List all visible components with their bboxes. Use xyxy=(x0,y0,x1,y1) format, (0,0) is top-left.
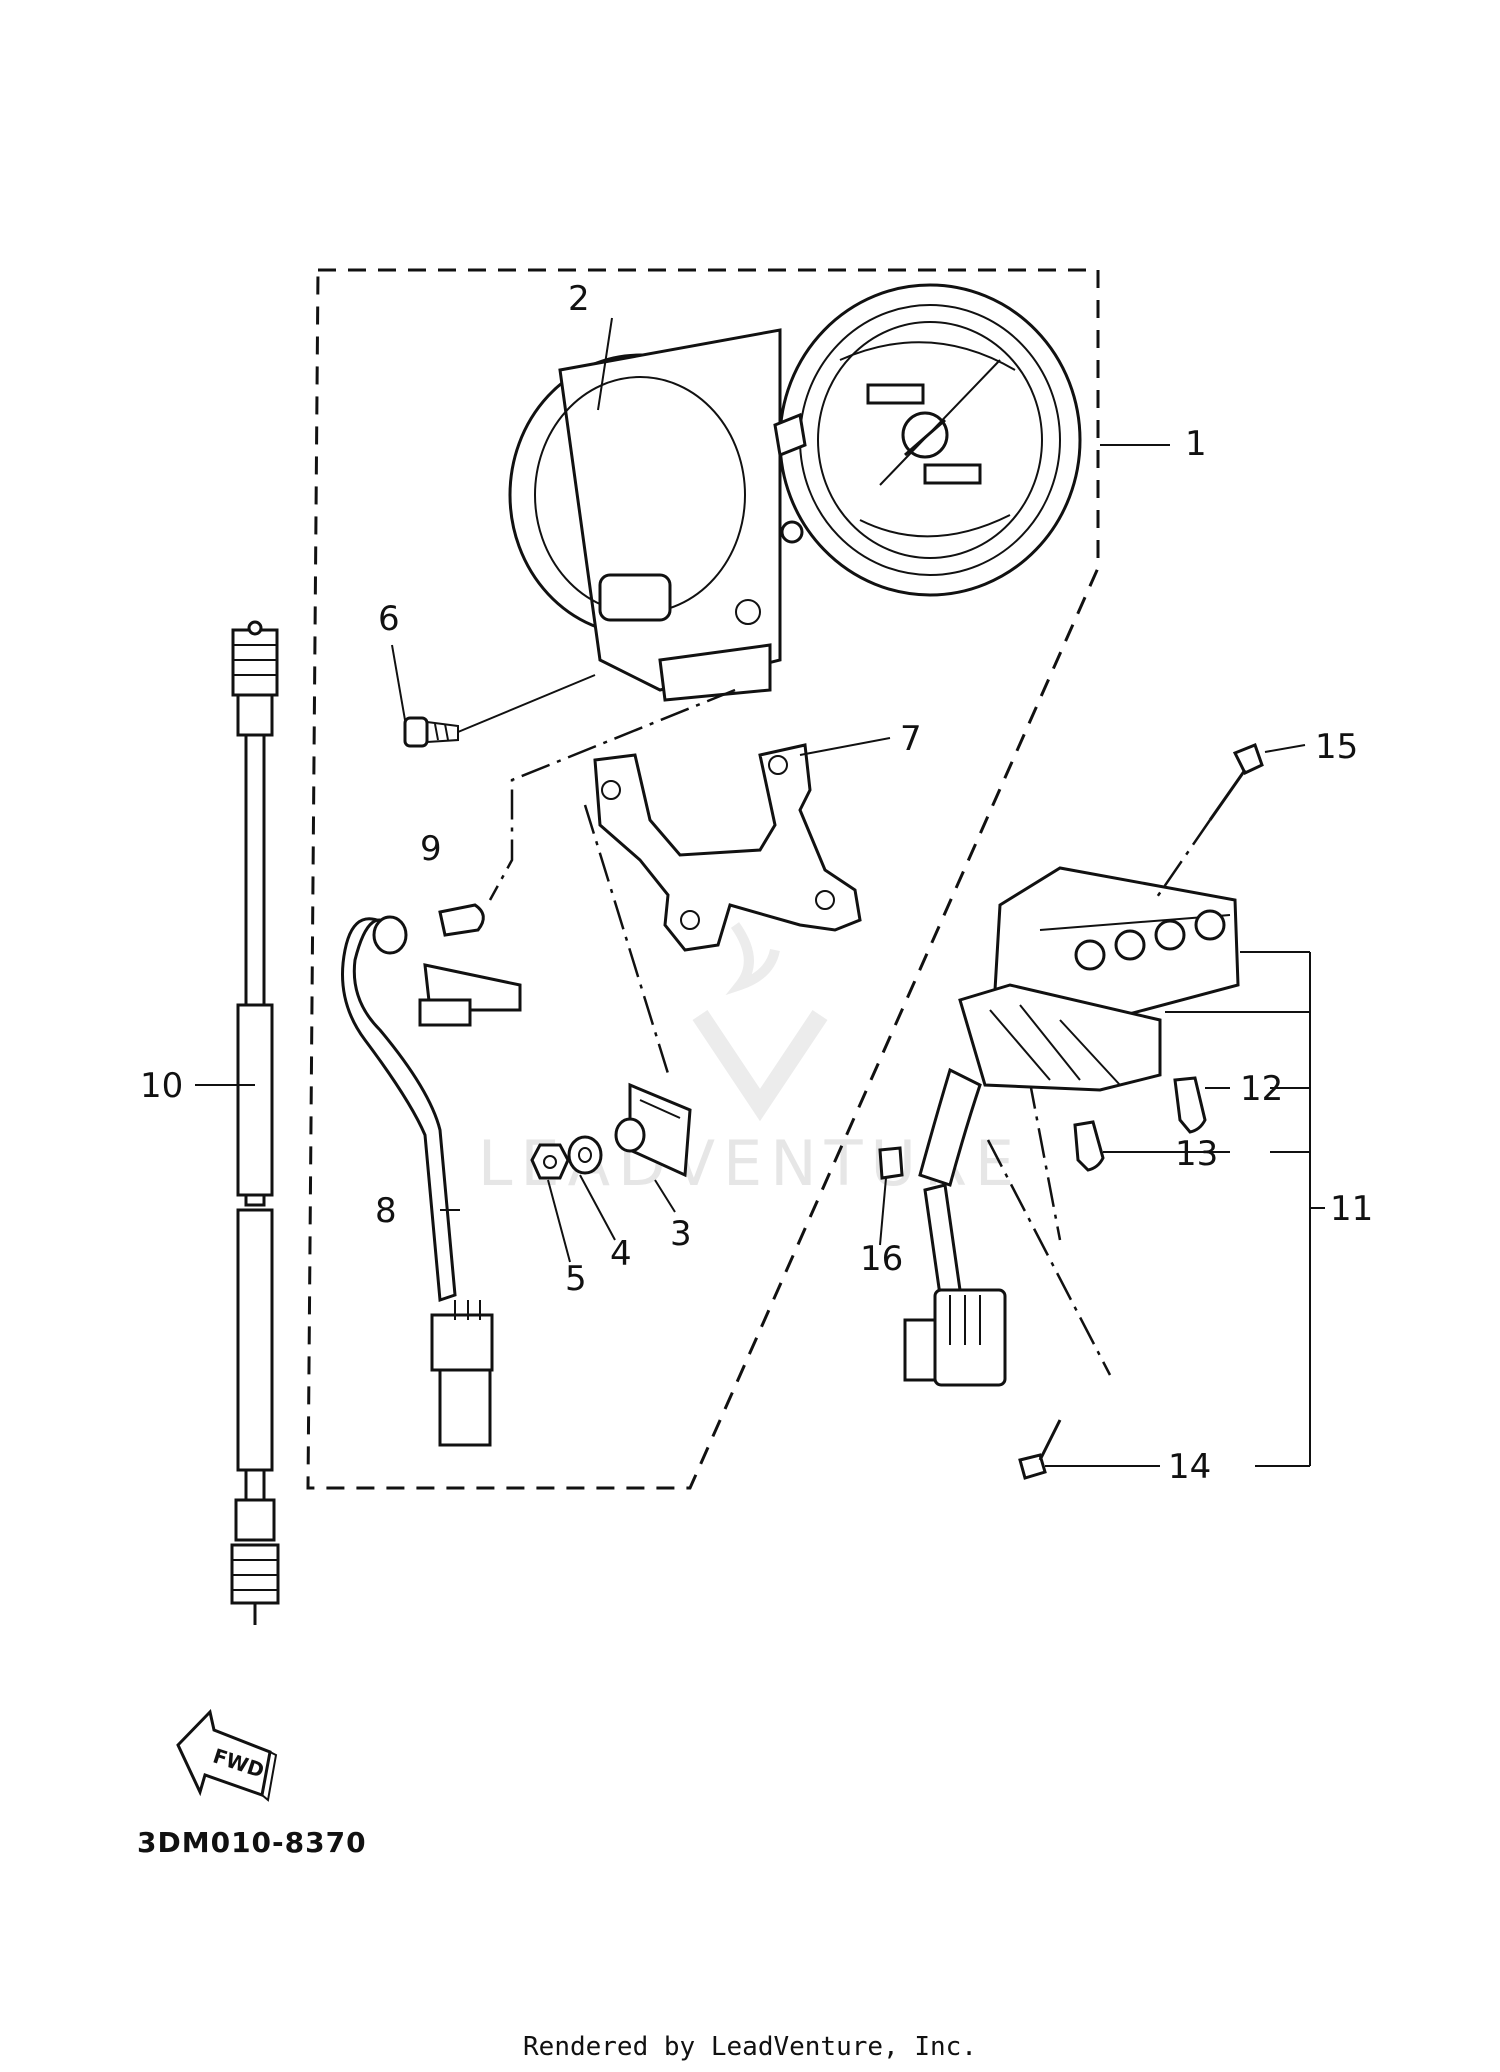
bulb-12 xyxy=(1173,1076,1207,1134)
leader-6-top xyxy=(391,644,406,721)
meter-bracket xyxy=(593,743,862,952)
callout-9: 9 xyxy=(420,829,442,869)
callout-8: 8 xyxy=(375,1191,397,1231)
diagram-code: 3DM010-8370 xyxy=(137,1826,367,1859)
callout-labels: 1 2 3 4 5 6 7 8 9 10 11 12 13 14 15 16 xyxy=(140,279,1373,1487)
bulb-13 xyxy=(1073,1120,1105,1172)
bulb-9 xyxy=(438,903,485,937)
callout-2: 2 xyxy=(568,279,590,319)
callout-12: 12 xyxy=(1240,1069,1283,1109)
callout-1: 1 xyxy=(1185,424,1207,464)
assembly-line-3 xyxy=(583,804,672,1081)
meter-housing xyxy=(508,328,782,702)
callout-11: 11 xyxy=(1330,1189,1373,1229)
assembly-line-14 xyxy=(1018,1029,1062,1241)
assembly-line-15 xyxy=(1153,819,1212,901)
washer-4 xyxy=(567,1135,603,1175)
callout-14: 14 xyxy=(1168,1447,1211,1487)
grommet-16 xyxy=(878,1146,904,1180)
damper-3 xyxy=(614,1082,692,1178)
screw-15 xyxy=(1208,743,1264,821)
callout-13: 13 xyxy=(1175,1134,1218,1174)
indicator-light-assembly xyxy=(903,866,1240,1387)
screw-6 xyxy=(403,716,459,748)
leader-6 xyxy=(457,674,596,733)
callout-3: 3 xyxy=(670,1214,692,1254)
callout-6: 6 xyxy=(378,599,400,639)
callout-4: 4 xyxy=(610,1234,632,1274)
leader-lines xyxy=(195,317,1325,1467)
wire-harness xyxy=(341,915,522,1447)
screw-14 xyxy=(1018,1419,1062,1480)
callout-16: 16 xyxy=(860,1239,903,1279)
render-credit: Rendered by LeadVenture, Inc. xyxy=(523,2032,977,2062)
callout-7: 7 xyxy=(900,719,922,759)
nut-5 xyxy=(530,1143,570,1180)
meter-cable xyxy=(230,620,280,1625)
callout-10: 10 xyxy=(140,1066,183,1106)
callout-15: 15 xyxy=(1315,727,1358,767)
assembly-line-16 xyxy=(986,1139,1112,1376)
assembly-line-9 xyxy=(488,688,736,901)
callout-5: 5 xyxy=(565,1259,587,1299)
forward-arrow: FWD xyxy=(176,1708,278,1802)
meter-gauge xyxy=(773,283,1082,597)
